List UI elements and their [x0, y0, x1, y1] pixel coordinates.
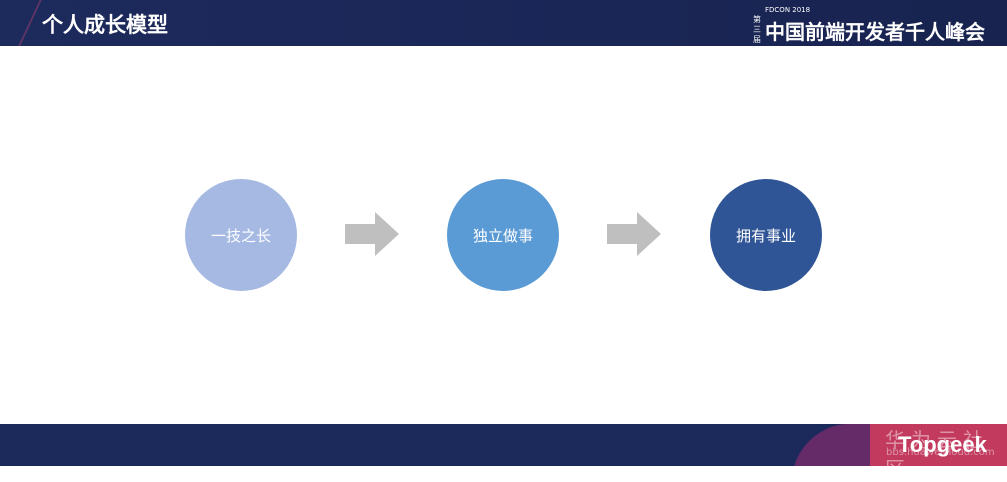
brand-sub: FDCON 2018 [765, 6, 811, 14]
topgeek-logo: Topgeek [898, 432, 987, 457]
watermark-url: bbs.huaweicloud.com [886, 447, 995, 458]
brand-name: 中国前端开发者千人峰会 [765, 20, 985, 44]
header-bar: 个人成长模型 第三届 FDCON 2018 中国前端开发者千人峰会 [0, 0, 1007, 46]
node-career: 拥有事业 [710, 179, 822, 291]
node-independent: 独立做事 [447, 179, 559, 291]
conference-brand: 第三届 FDCON 2018 中国前端开发者千人峰会 [753, 6, 985, 45]
footer-accent-pink [870, 424, 1007, 466]
arrow-right-icon [345, 212, 399, 256]
header-accent [0, 0, 47, 46]
node-skill: 一技之长 [185, 179, 297, 291]
brand-edition: 第三届 [753, 15, 761, 44]
slide-title: 个人成长模型 [42, 13, 168, 37]
arrow-right-icon [607, 212, 661, 256]
footer-bar [0, 424, 1007, 466]
